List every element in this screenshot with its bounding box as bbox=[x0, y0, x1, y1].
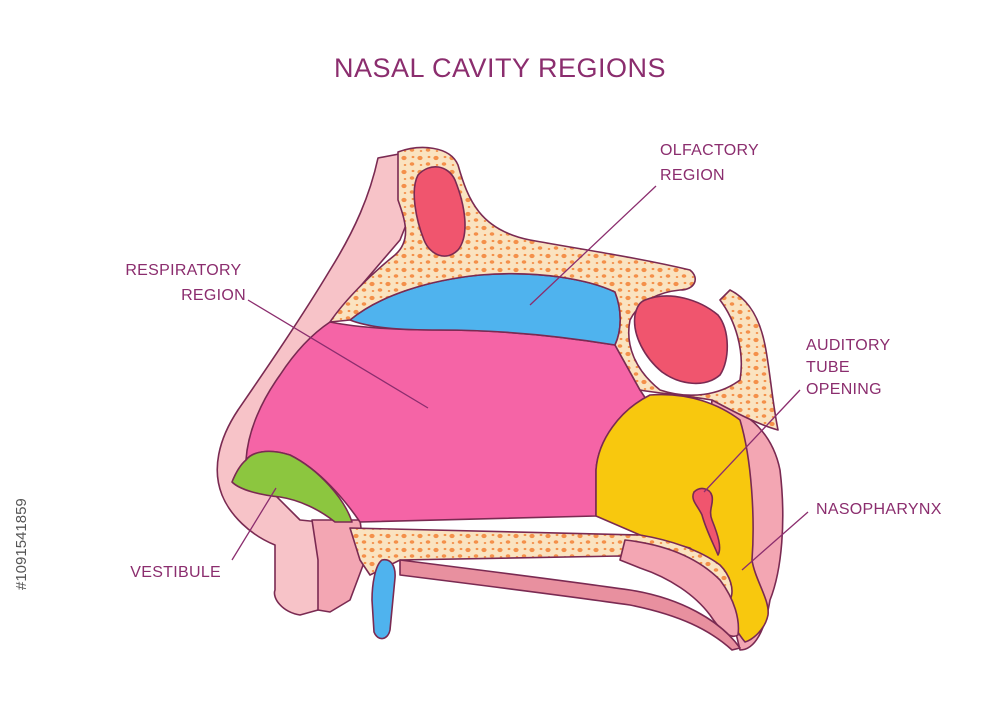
respiratory-region-label: RESPIRATORY REGION bbox=[125, 262, 246, 304]
olfactory-leader bbox=[529, 185, 657, 306]
respiratory-leader bbox=[247, 299, 429, 409]
auditory-tube-opening-mark bbox=[692, 487, 721, 556]
soft-palate bbox=[619, 539, 740, 637]
vestibule-label: VESTIBULE bbox=[130, 564, 221, 581]
vestibule-leader bbox=[231, 487, 277, 561]
sphenoid-sinus bbox=[633, 295, 729, 385]
page-title: NASAL CAVITY REGIONS bbox=[334, 53, 666, 83]
upper-lip bbox=[311, 519, 366, 613]
stock-id-watermark: #1091541859 bbox=[13, 498, 30, 590]
nasopharynx-leader bbox=[741, 511, 809, 571]
incisor-tooth bbox=[371, 558, 396, 640]
auditory-tube-opening-label: AUDITORY TUBE OPENING bbox=[806, 337, 895, 398]
nasopharynx-label: NASOPHARYNX bbox=[816, 501, 942, 518]
olfactory-region-label: OLFACTORY REGION bbox=[660, 142, 764, 184]
auditory-leader bbox=[703, 389, 801, 493]
frontal-sinus bbox=[413, 166, 466, 257]
vestibule-region-area bbox=[231, 450, 353, 523]
tongue bbox=[399, 559, 741, 651]
